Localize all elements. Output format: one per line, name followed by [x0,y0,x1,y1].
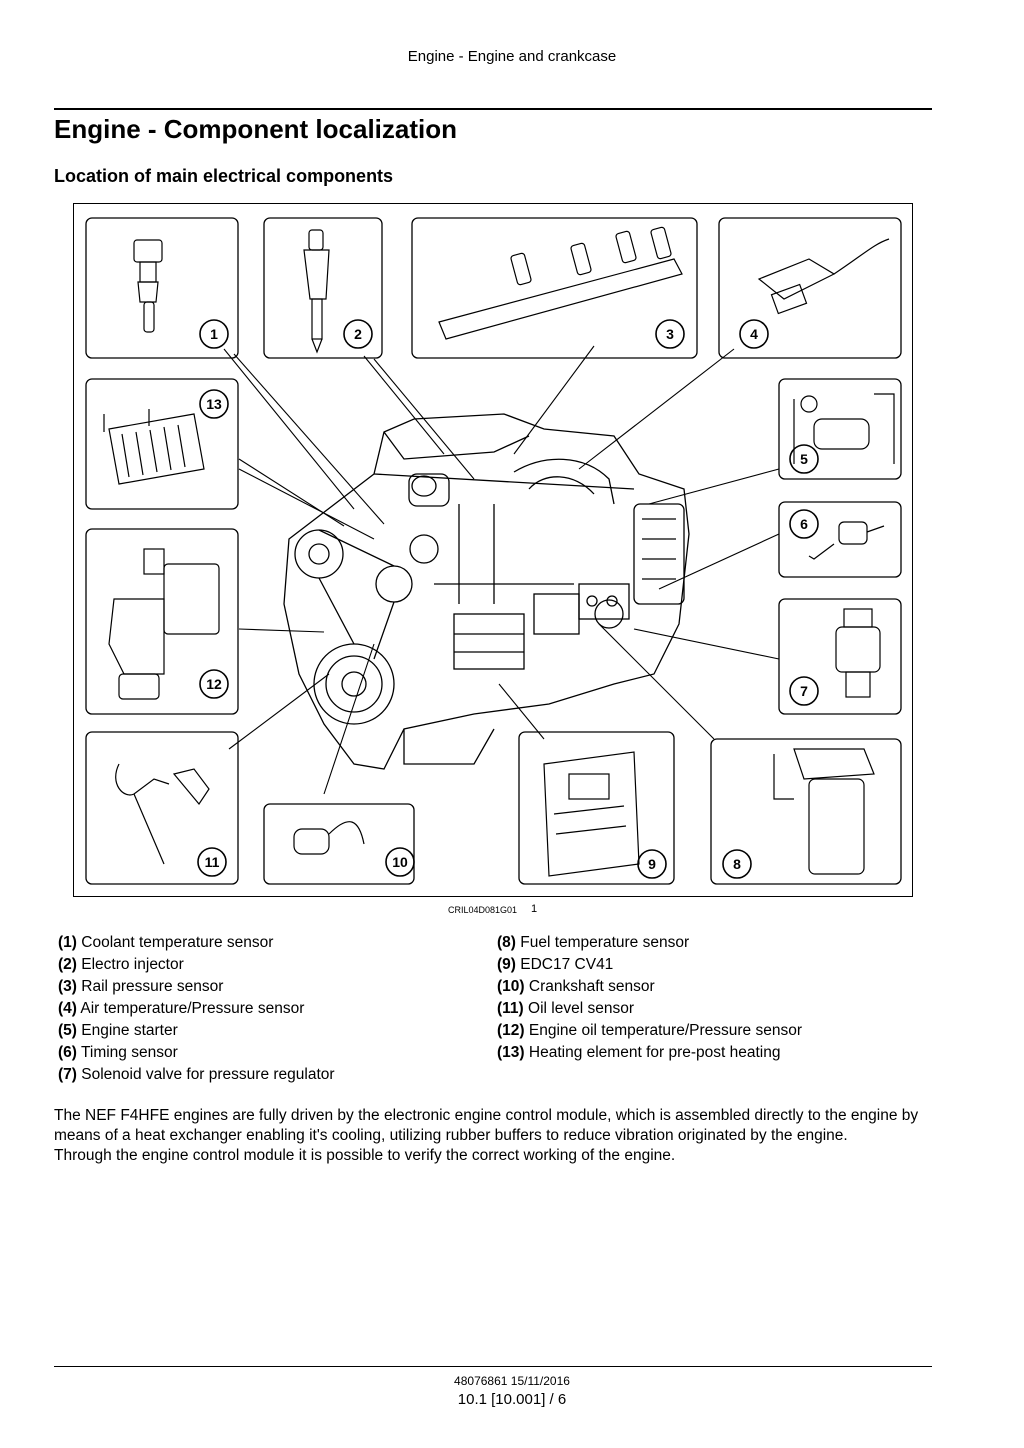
svg-text:10: 10 [392,854,408,870]
svg-text:4: 4 [750,326,758,342]
body-paragraph: The NEF F4HFE engines are fully driven b… [54,1107,919,1144]
running-header: Engine - Engine and crankcase [407,48,617,65]
legend-item: (11) Oil level sensor [497,1000,634,1017]
svg-text:3: 3 [666,326,674,342]
footer-doc-code: 48076861 15/11/2016 [454,1374,570,1388]
callout-8: 8 [722,849,752,879]
callout-10: 10 [385,847,415,877]
callout-3: 3 [655,319,685,349]
legend-item: (7) Solenoid valve for pressure regulato… [58,1066,335,1083]
svg-text:11: 11 [205,854,220,870]
body-text: The NEF F4HFE engines are fully driven b… [54,1106,934,1166]
component-boxes [85,217,902,885]
figure-code: CRIL04D081G01 [448,905,518,915]
svg-text:7: 7 [800,683,808,699]
legend-item: (5) Engine starter [58,1022,178,1039]
callout-13: 13 [199,389,229,419]
legend-item: (1) Coolant temperature sensor [58,934,274,951]
legend-column-right: (8) Fuel temperature sensor (9) EDC17 CV… [497,932,802,1064]
legend-item: (8) Fuel temperature sensor [497,934,690,951]
legend-item: (10) Crankshaft sensor [497,978,655,995]
callouts: 1 2 3 4 5 6 7 8 9 10 11 12 13 [197,319,819,879]
svg-text:9: 9 [648,856,656,872]
svg-text:2: 2 [354,326,362,342]
engine-sketch [283,413,690,770]
callout-2: 2 [343,319,373,349]
callout-11: 11 [197,847,227,877]
svg-text:5: 5 [800,451,808,467]
section-title: Location of main electrical components [54,166,394,186]
svg-text:13: 13 [206,396,222,412]
callout-1: 1 [199,319,229,349]
legend-item: (12) Engine oil temperature/Pressure sen… [497,1022,802,1039]
svg-text:1: 1 [210,326,218,342]
legend-item: (9) EDC17 CV41 [497,956,614,973]
footer-page-ref: 10.1 [10.001] / 6 [457,1391,567,1408]
header-rule [54,108,932,110]
engine-component-figure: 1 2 3 4 5 6 7 8 9 10 11 12 13 [73,203,913,897]
svg-text:8: 8 [733,856,741,872]
page-title: Engine - Component localization [54,114,457,144]
legend-item: (13) Heating element for pre-post heatin… [497,1044,781,1061]
callout-6: 6 [789,509,819,539]
callout-5: 5 [789,444,819,474]
svg-text:6: 6 [800,516,808,532]
callout-4: 4 [739,319,769,349]
callout-9: 9 [637,849,667,879]
callout-7: 7 [789,676,819,706]
figure-number: 1 [531,903,538,915]
leader-lines [223,345,780,795]
legend-column-left: (1) Coolant temperature sensor (2) Elect… [58,932,335,1086]
legend-item: (2) Electro injector [58,956,184,973]
component-sketches [103,226,895,877]
footer-rule [54,1366,932,1367]
svg-text:12: 12 [206,676,222,692]
legend-item: (4) Air temperature/Pressure sensor [58,1000,305,1017]
body-paragraph: Through the engine control module it is … [54,1147,676,1164]
legend-item: (6) Timing sensor [58,1044,178,1061]
legend-item: (3) Rail pressure sensor [58,978,224,995]
callout-12: 12 [199,669,229,699]
